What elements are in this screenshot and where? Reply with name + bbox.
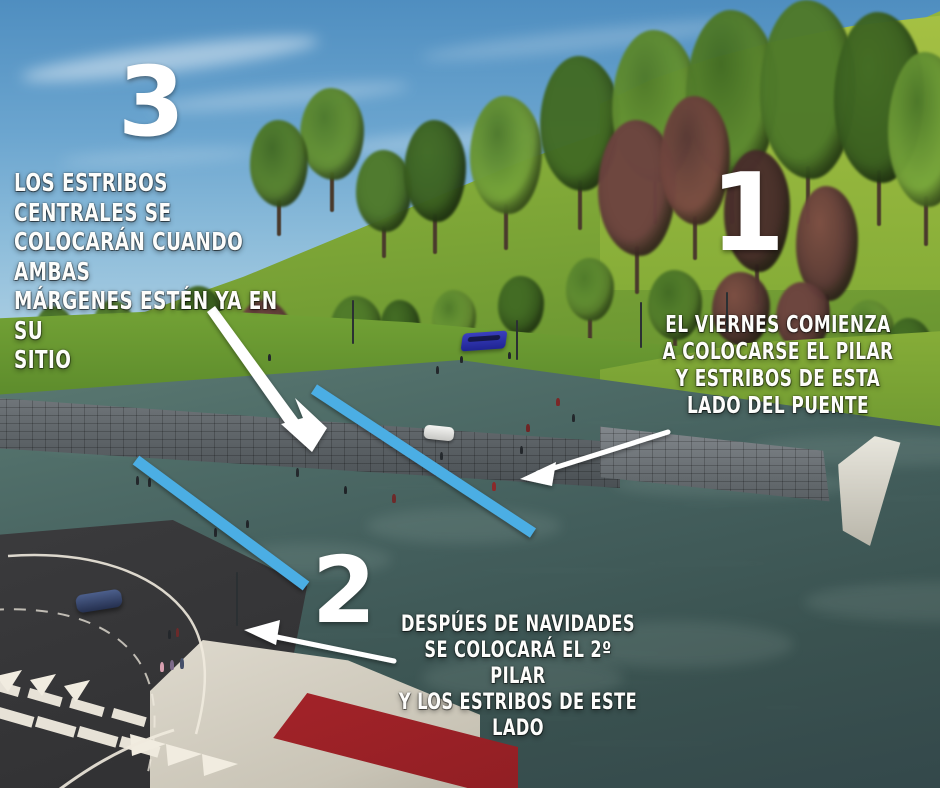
tree-trunk	[806, 166, 810, 224]
tree-canopy	[724, 150, 790, 272]
tree-canopy	[404, 120, 466, 222]
tree-trunk	[588, 318, 592, 342]
pedestrian	[180, 658, 184, 669]
lamp-post	[640, 302, 642, 348]
tree-trunk	[578, 180, 582, 230]
pedestrian	[344, 486, 347, 494]
tree-trunk	[693, 216, 697, 260]
pedestrian	[460, 356, 463, 363]
callout-line: A COLOCARSE EL PILAR	[662, 339, 894, 366]
pedestrian	[176, 628, 179, 637]
pedestrian	[440, 452, 443, 460]
pedestrian	[492, 482, 496, 491]
junction-markings	[0, 553, 238, 788]
pedestrian	[296, 468, 299, 477]
callout-line: EL VIERNES COMIENZA	[665, 312, 891, 338]
pedestrian	[168, 630, 171, 639]
callout-number-3: 3	[118, 46, 185, 158]
callout-text-1: EL VIERNES COMIENZA A COLOCARSE EL PILAR…	[655, 312, 901, 421]
tree-trunk	[877, 170, 881, 226]
callout-line: COLOCARÁN CUANDO AMBAS	[14, 227, 244, 286]
pedestrian	[136, 476, 139, 485]
tree-trunk	[635, 246, 639, 294]
pedestrian	[520, 446, 523, 454]
pedestrian	[436, 366, 439, 374]
callout-line: SE COLOCARÁ EL 2º PILAR	[424, 637, 612, 689]
callout-line: SITIO	[14, 345, 72, 374]
pedestrian	[170, 660, 174, 670]
callout-line: Y ESTRIBOS DE ESTA	[675, 366, 881, 393]
pedestrian	[392, 494, 396, 503]
tree-canopy	[660, 96, 730, 226]
tree-canopy	[470, 96, 542, 214]
tree-canopy	[300, 88, 364, 180]
tree-canopy	[796, 186, 858, 301]
water-sheen	[422, 656, 624, 700]
pedestrian	[196, 504, 199, 513]
pedestrian	[160, 662, 164, 672]
lamp-post	[516, 320, 518, 360]
tree-canopy	[356, 150, 412, 232]
callout-line: LOS ESTRIBOS CENTRALES SE	[14, 168, 172, 227]
callout-number-2: 2	[312, 537, 376, 644]
pedestrian	[556, 398, 560, 406]
tree-canopy	[566, 258, 614, 322]
tree-trunk	[924, 196, 928, 246]
pedestrian	[526, 424, 530, 432]
pedestrian	[214, 528, 217, 537]
pedestrian	[148, 478, 151, 487]
water-sheen	[557, 621, 794, 668]
tree-trunk	[277, 200, 281, 236]
callout-line: DESPÚES DE NAVIDADES	[401, 612, 635, 637]
tree-trunk	[330, 172, 334, 212]
tree-trunk	[433, 214, 437, 254]
tree-canopy	[498, 276, 544, 335]
pedestrian	[246, 520, 249, 528]
callout-line: LADO DEL PUENTE	[686, 393, 870, 420]
callout-text-3: LOS ESTRIBOS CENTRALES SE COLOCARÁN CUAN…	[14, 168, 285, 375]
callout-text-2: DESPÚES DE NAVIDADES SE COLOCARÁ EL 2º P…	[395, 612, 641, 742]
pedestrian	[572, 414, 575, 422]
lamp-post	[236, 572, 238, 626]
callout-line: LADO	[492, 715, 544, 741]
callout-number-1: 1	[710, 151, 785, 276]
pedestrian	[508, 352, 511, 359]
tree-canopy	[250, 120, 308, 207]
callout-line: Y LOS ESTRIBOS DE ESTE	[398, 689, 638, 715]
tree-trunk	[382, 226, 386, 258]
tree-trunk	[504, 204, 508, 250]
tree-canopy	[648, 270, 702, 340]
pedestrian	[262, 380, 265, 387]
lamp-post	[726, 292, 728, 332]
tree-canopy	[712, 272, 770, 346]
lamp-post	[352, 300, 354, 344]
callout-line: MÁRGENES ESTÉN YA EN SU	[14, 286, 278, 345]
